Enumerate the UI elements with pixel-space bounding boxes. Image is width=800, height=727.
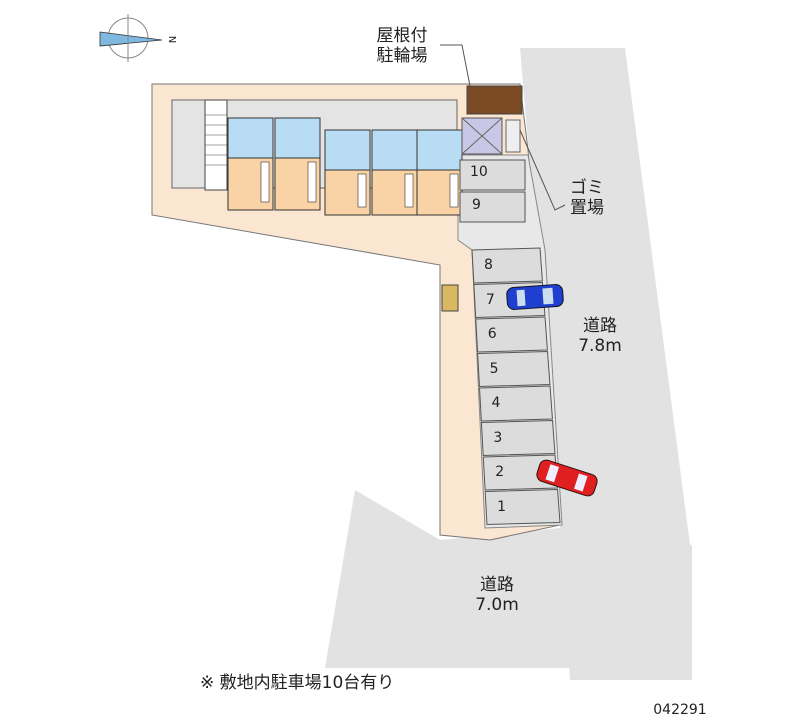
parking-slot-number: 7	[485, 291, 495, 308]
unit-closet	[307, 161, 317, 203]
parking-slot-number: 9	[472, 197, 481, 213]
bicycle-parking-area	[466, 85, 523, 115]
parking-slot-number: 8	[484, 257, 493, 273]
car-blue	[506, 284, 564, 310]
apartment-units	[227, 117, 463, 216]
parking-slot	[477, 350, 551, 388]
label-garbage: ゴミ置場	[570, 178, 604, 218]
footnote: ※ 敷地内駐車場10台有り	[200, 673, 395, 693]
parking-slot-number: 5	[489, 360, 499, 377]
garbage-area	[505, 119, 521, 153]
unit-wet-area	[227, 117, 274, 159]
parking-slot-number: 2	[495, 464, 505, 480]
road-south	[325, 490, 692, 668]
property-code: 042291	[653, 702, 707, 718]
parking-slot	[480, 419, 556, 457]
unit-closet	[449, 173, 459, 208]
unit-wet-area	[274, 117, 321, 159]
parking-slot-number: 6	[487, 326, 497, 342]
parking-slot	[484, 488, 561, 526]
unit-wet-area	[324, 129, 371, 171]
parking-slot	[475, 316, 548, 353]
unit-closet	[260, 161, 270, 203]
meter-box	[441, 284, 459, 312]
parking-slot-number: 4	[491, 395, 501, 411]
parking-slot	[479, 385, 553, 422]
parking-slot-number: 10	[470, 164, 488, 180]
parking-slot-number: 3	[493, 429, 503, 446]
parking-slot	[459, 159, 526, 191]
unit-closet	[404, 173, 414, 208]
parking-slot	[482, 454, 558, 491]
car-red	[536, 459, 598, 497]
parking-slot	[471, 247, 543, 284]
compass-letter: N	[166, 35, 178, 44]
unit-wet-area	[416, 129, 463, 171]
unit-closet	[357, 173, 367, 208]
parking-slot	[459, 191, 526, 223]
compass-icon	[99, 14, 163, 62]
label-bicycle-parking: 屋根付駐輪場	[376, 26, 428, 66]
parking-slot-number: 1	[497, 498, 507, 515]
unit-wet-area	[371, 129, 418, 171]
